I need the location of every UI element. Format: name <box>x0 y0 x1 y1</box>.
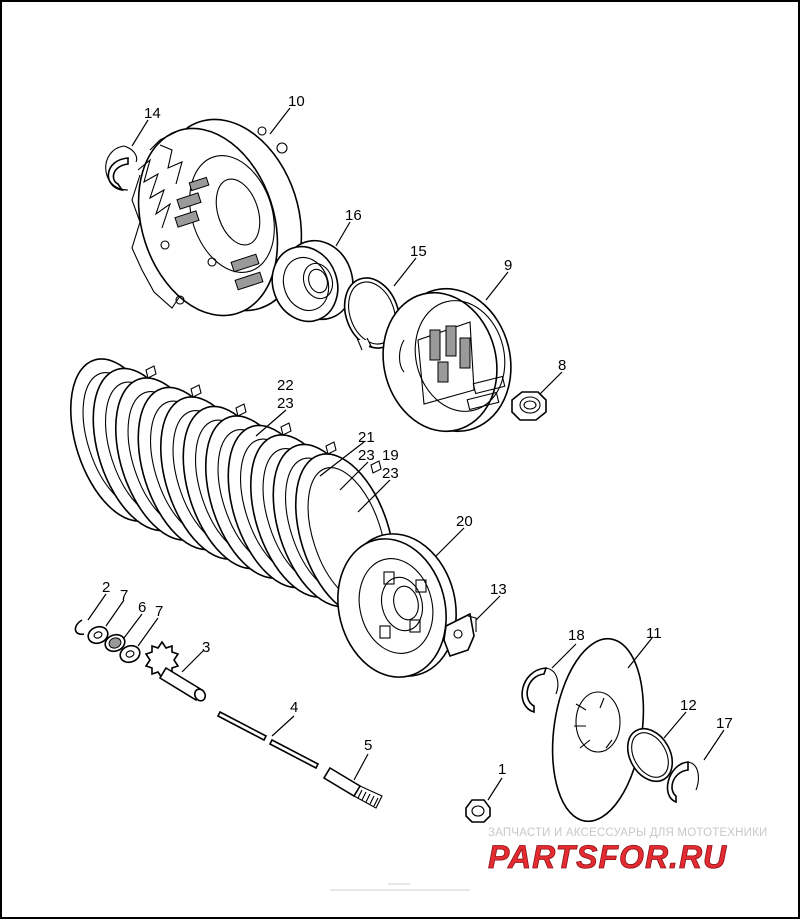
part-2-clip <box>74 619 85 636</box>
part-10-clutch-housing <box>131 118 303 317</box>
clutch-plate-tab <box>280 422 292 436</box>
callout-4: 4 <box>290 699 298 716</box>
clutch-plate-tab <box>190 384 202 398</box>
part-9-pressure-plate <box>382 287 512 433</box>
callout-23: 23 <box>382 465 399 482</box>
callout-22: 22 <box>277 377 294 394</box>
clutch-plate-tab <box>235 403 247 417</box>
part-5-adjuster-screw <box>322 766 383 809</box>
part-6-needle-bearing <box>104 633 126 653</box>
clutch-plate-tab <box>145 365 157 379</box>
part-7-washer-a <box>87 625 109 645</box>
leader-lines <box>87 107 725 801</box>
callout-7: 7 <box>155 603 163 620</box>
callout-23: 23 <box>358 447 375 464</box>
callout-17: 17 <box>716 715 733 732</box>
clutch-plate-tab <box>370 460 382 474</box>
part-18-snap-ring <box>521 667 559 714</box>
part-4-rods <box>216 710 320 770</box>
callout-12: 12 <box>680 697 697 714</box>
part-8-nut <box>511 391 547 421</box>
callout-11: 11 <box>646 625 662 642</box>
callout-20: 20 <box>456 513 473 530</box>
part-16-bearing <box>271 239 354 323</box>
callout-19: 19 <box>382 447 399 464</box>
callout-3: 3 <box>202 639 210 656</box>
part-7-washer-b <box>119 644 141 664</box>
callout-14: 14 <box>144 105 161 122</box>
callout-16: 16 <box>345 207 362 224</box>
callout-15: 15 <box>410 243 427 260</box>
watermark-tagline: ЗАПЧАСТИ И АКСЕССУАРЫ ДЛЯ МОТОТЕХНИКИ <box>488 827 768 839</box>
part-1-nut <box>465 799 491 823</box>
watermark-logo: PARTSFOR.RU <box>488 839 727 875</box>
watermark: ЗАПЧАСТИ И АКСЕССУАРЫ ДЛЯ МОТОТЕХНИКИ PA… <box>488 827 768 875</box>
part-3-pushrod-gear <box>144 640 207 702</box>
callout-2: 2 <box>102 579 110 596</box>
part-14-snap-ring <box>105 145 138 192</box>
part-12-o-ring <box>626 727 674 783</box>
part-17-snap-ring <box>666 761 699 804</box>
part-20-spring-plate <box>337 533 457 678</box>
callout-5: 5 <box>364 737 372 754</box>
callout-7: 7 <box>120 587 128 604</box>
callout-8: 8 <box>558 357 566 374</box>
callout-13: 13 <box>490 581 507 598</box>
callout-21: 21 <box>358 429 375 446</box>
callout-23: 23 <box>277 395 294 412</box>
clutch-plate-tab <box>325 441 337 455</box>
callout-1: 1 <box>498 761 506 778</box>
callout-6: 6 <box>138 599 146 616</box>
part-13-lock-tab <box>443 612 477 658</box>
callout-labels: 14 10 16 15 9 8 22 23 21 23 19 23 20 13 … <box>102 93 733 778</box>
callout-9: 9 <box>504 257 512 274</box>
callout-18: 18 <box>568 627 585 644</box>
scan-artefacts <box>330 883 470 891</box>
callout-10: 10 <box>288 93 305 110</box>
